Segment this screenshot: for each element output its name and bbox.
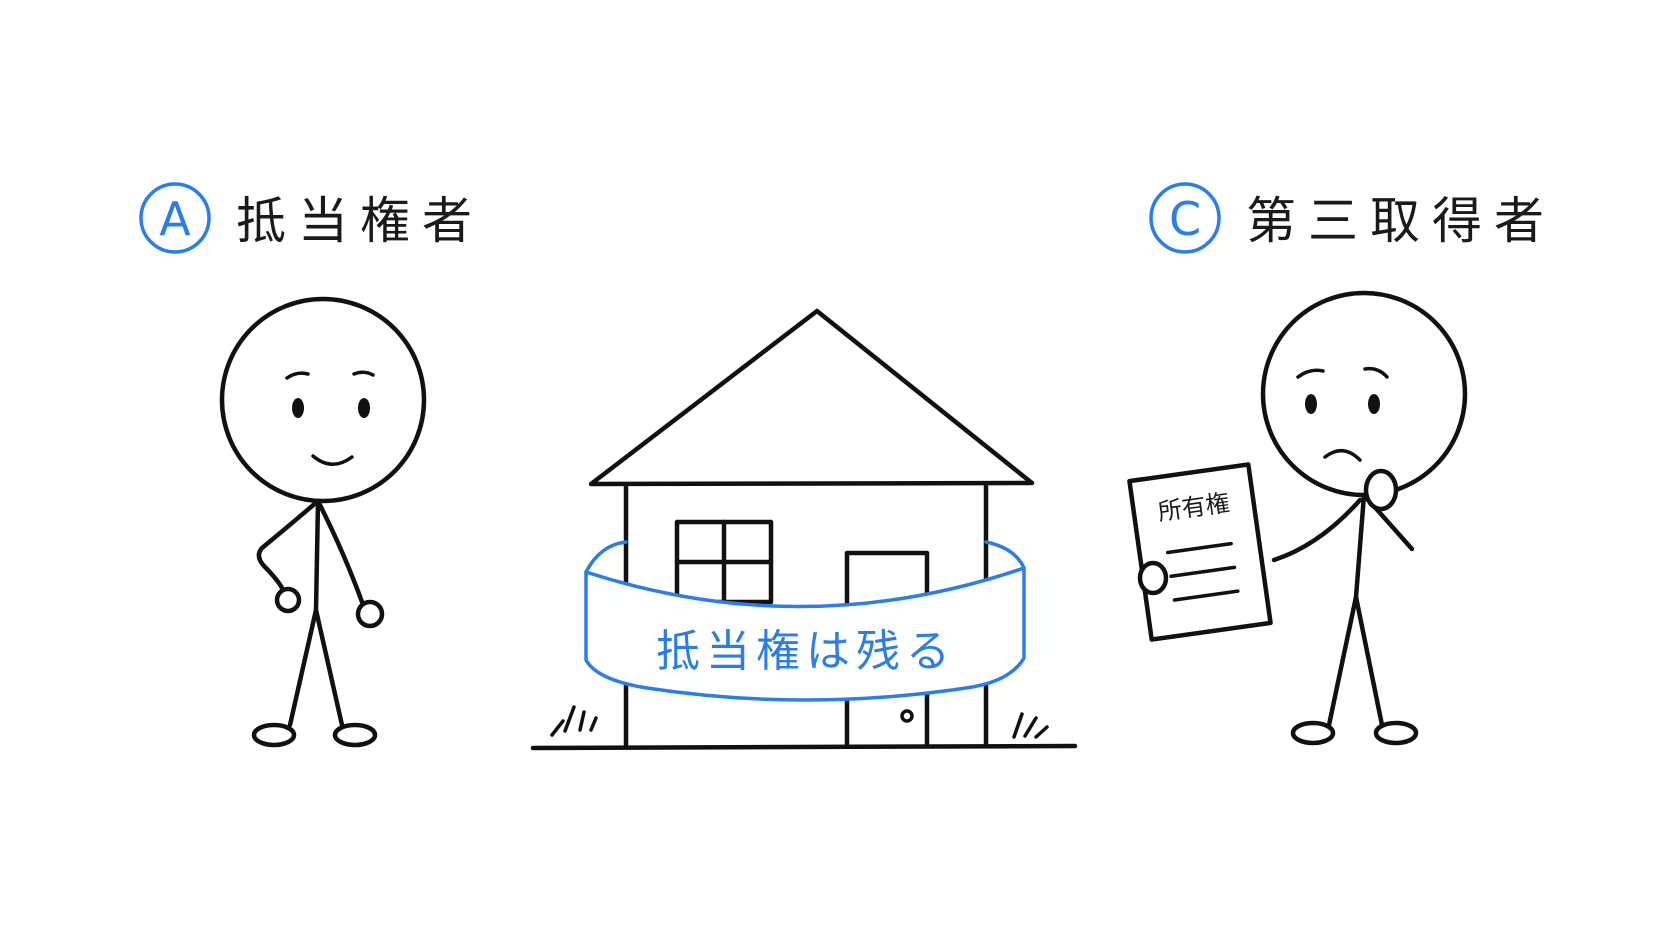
- house-roof: [588, 308, 1035, 487]
- mortgagee-eyebrow-right: [352, 370, 375, 377]
- grass-left: [550, 705, 598, 737]
- badge-c-letter: C: [1169, 192, 1201, 246]
- house-window-cross: [674, 519, 774, 605]
- acquirer-hand-doc: [1137, 560, 1169, 596]
- mortgagee-foot-right: [332, 722, 378, 748]
- mortgagee-foot-left: [251, 722, 297, 748]
- mortgagee-leg-left: [287, 607, 319, 728]
- mortgage-band: 抵当権は残る: [584, 540, 1026, 702]
- mortgagee-torso: [313, 498, 321, 613]
- acquirer-figure: 所有権: [1127, 290, 1468, 746]
- mortgagee-leg-right: [313, 607, 345, 728]
- acquirer-eye-left: [1305, 394, 1317, 414]
- badge-a-letter: A: [159, 192, 191, 246]
- acquirer-arm-doc: [1271, 497, 1363, 563]
- acquirer-leg-right: [1353, 594, 1385, 728]
- acquirer-eyebrow-right: [1363, 366, 1389, 379]
- acquirer-eyebrow-left: [1296, 368, 1325, 379]
- acquirer-hand-chin: [1363, 468, 1399, 512]
- mortgage-band-front: [584, 566, 1026, 702]
- ownership-document-lines: [1166, 541, 1240, 602]
- acquirer-head: [1260, 290, 1468, 498]
- mortgagee-head: [219, 296, 427, 504]
- mortgagee-eye-left: [292, 398, 304, 418]
- ownership-document-paper: [1127, 462, 1273, 642]
- mortgagee-hand-right: [355, 599, 385, 629]
- ground-line: [530, 743, 1078, 751]
- house-door-keyhole: [900, 709, 914, 723]
- left-party-label: 抵当権者: [236, 192, 484, 250]
- badge-a-circle: [139, 182, 211, 254]
- acquirer-foot-left: [1290, 720, 1336, 746]
- mortgage-band-text: 抵当権は残る: [656, 626, 956, 677]
- mortgage-band-back-right: [984, 540, 1026, 570]
- right-party-label: 第三取得者: [1246, 192, 1556, 250]
- acquirer-torso: [1353, 492, 1367, 600]
- house: 抵当権は残る: [530, 308, 1078, 751]
- mortgagee-eye-right: [358, 398, 370, 418]
- grass-right: [1012, 712, 1049, 739]
- badge-c-circle: [1149, 182, 1221, 254]
- mortgagee-eyebrow-left: [285, 371, 310, 380]
- acquirer-foot-right: [1373, 720, 1419, 746]
- mortgagee-arm-left: [256, 498, 321, 595]
- acquirer-leg-left: [1326, 594, 1359, 728]
- mortgagee-smile: [311, 454, 354, 466]
- mortgagee-arm-right: [317, 502, 365, 605]
- mortgage-band-back: [584, 540, 628, 574]
- left-party-header: A 抵当権者: [139, 182, 484, 254]
- mortgagee-hand-left: [274, 586, 302, 614]
- acquirer-frown: [1323, 449, 1362, 462]
- ownership-document: 所有権: [1127, 462, 1273, 642]
- acquirer-eye-right: [1368, 394, 1380, 414]
- mortgagee-figure: [219, 296, 427, 748]
- right-party-header: C 第三取得者: [1149, 182, 1556, 254]
